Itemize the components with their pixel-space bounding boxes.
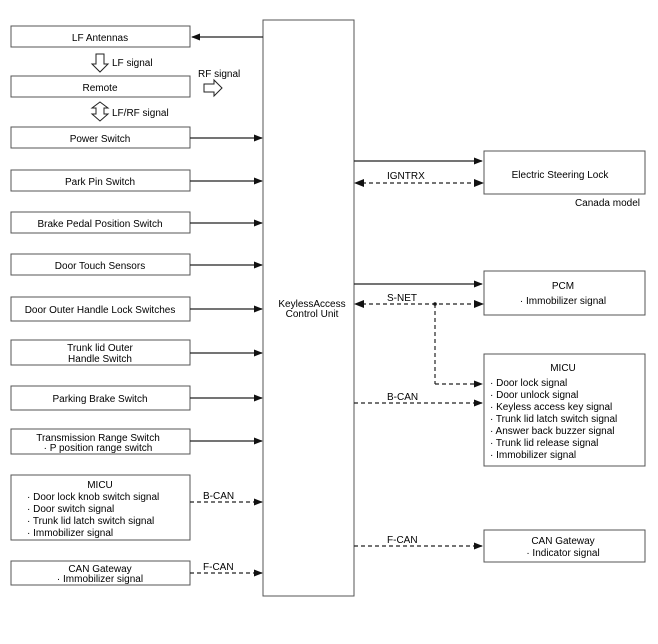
micu-left-item: · Trunk lid latch switch signal	[27, 516, 154, 527]
trunk-lid-handle-label-1: Trunk lid Outer	[67, 343, 133, 354]
igntrx-left-head	[354, 179, 364, 187]
door-outer-handle-box	[10, 296, 191, 322]
micu-left-item: · Door switch signal	[27, 504, 114, 515]
lf-antennas-label: LF Antennas	[72, 33, 128, 44]
lf-signal-hollow-arrow	[90, 53, 110, 73]
micu-right-item: · Immobilizer signal	[490, 450, 576, 461]
canada-model-note: Canada model	[575, 198, 640, 209]
pcm-title: PCM	[552, 281, 574, 292]
micu-left-item: · Immobilizer signal	[27, 528, 113, 539]
keyless-access-control-unit	[262, 19, 355, 597]
electric-steering-lock-box	[483, 150, 646, 195]
snet-label: S-NET	[387, 293, 417, 304]
lf-rf-signal-hollow-arrow	[90, 101, 110, 122]
can-gateway-right-box	[483, 529, 646, 563]
door-touch-sensors-label: Door Touch Sensors	[55, 261, 145, 272]
brake-pedal-switch-label: Brake Pedal Position Switch	[37, 219, 162, 230]
remote-label: Remote	[82, 83, 117, 94]
bcan-left-label: B-CAN	[203, 491, 234, 502]
snet-right-head	[474, 300, 484, 308]
micu-right-box	[483, 353, 646, 467]
micu-left-item: · Door lock knob switch signal	[27, 492, 159, 503]
parking-brake-switch-label: Parking Brake Switch	[52, 394, 147, 405]
fcan-right-label: F-CAN	[387, 535, 418, 546]
micu-right-item: · Trunk lid latch switch signal	[490, 414, 617, 425]
lf-rf-signal-label: LF/RF signal	[112, 108, 169, 119]
can-gateway-left-box	[10, 560, 191, 586]
rf-signal-label: RF signal	[198, 69, 240, 80]
transmission-range-box	[10, 428, 191, 455]
pcm-item: · Immobilizer signal	[520, 296, 606, 307]
electric-steering-lock-label: Electric Steering Lock	[512, 170, 610, 181]
can-gateway-right-item: · Indicator signal	[526, 548, 599, 559]
lf-antennas-box	[10, 25, 191, 48]
remote-box	[10, 75, 191, 98]
transmission-range-label-2: · P position range switch	[44, 443, 153, 454]
can-gateway-left-item: · Immobilizer signal	[57, 574, 143, 585]
micu-left-box	[10, 474, 191, 541]
micu-right-item: · Answer back buzzer signal	[490, 426, 615, 437]
fcan-left-label: F-CAN	[203, 562, 234, 573]
snet-left-head	[354, 300, 364, 308]
micu-right-title: MICU	[550, 363, 576, 374]
can-gateway-left-title: CAN Gateway	[68, 564, 131, 575]
door-outer-handle-label: Door Outer Handle Lock Switches	[25, 305, 176, 316]
park-pin-switch-label: Park Pin Switch	[65, 177, 135, 188]
micu-right-item: · Keyless access key signal	[490, 402, 612, 413]
lf-signal-label: LF signal	[112, 58, 153, 69]
center-label-line1: KeylessAccess	[278, 299, 345, 310]
micu-right-item: · Door lock signal	[490, 378, 567, 389]
igntrx-label: IGNTRX	[387, 171, 425, 182]
transmission-range-label-1: Transmission Range Switch	[36, 433, 160, 444]
micu-right-item: · Door unlock signal	[490, 390, 578, 401]
power-switch-label: Power Switch	[70, 134, 131, 145]
pcm-box	[483, 270, 646, 316]
can-gateway-right-title: CAN Gateway	[531, 536, 594, 547]
micu-right-item: · Trunk lid release signal	[490, 438, 598, 449]
micu-left-title: MICU	[87, 480, 113, 491]
igntrx-right-head	[474, 179, 484, 187]
rf-signal-hollow-arrow	[203, 78, 223, 98]
center-label-line2: Control Unit	[286, 309, 339, 320]
bcan-right-label: B-CAN	[387, 392, 418, 403]
trunk-lid-handle-label-2: Handle Switch	[68, 354, 132, 365]
